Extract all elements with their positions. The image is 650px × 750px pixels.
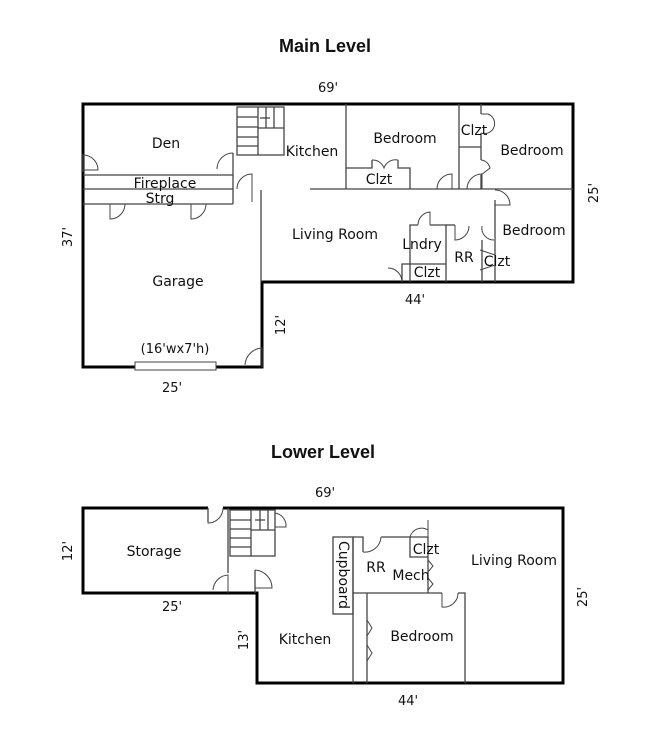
lower-dimensions: 69' 12' 25' 25' 13' 44' xyxy=(61,486,591,709)
main-interior-walls xyxy=(82,104,573,282)
main-doors xyxy=(82,113,511,367)
room-storage: Strg xyxy=(146,191,175,207)
room-bedroom: Bedroom xyxy=(390,629,453,645)
dim-top: 69' xyxy=(318,81,338,96)
room-living-room: Living Room xyxy=(471,553,557,569)
room-kitchen: Kitchen xyxy=(279,632,332,648)
lower-room-labels: Storage Cupboard RR Clzt Mech Living Roo… xyxy=(127,541,557,648)
dim-top: 69' xyxy=(315,486,335,501)
room-closet: Clzt xyxy=(484,254,511,270)
lower-outer-wall xyxy=(81,506,565,685)
dim-step: 13' xyxy=(237,630,252,650)
dim-bottom-right: 44' xyxy=(405,293,425,308)
main-dimensions: 69' 37' 25' 44' 12' 25' xyxy=(61,81,602,396)
lower-level: Lower Level xyxy=(61,442,591,709)
room-mechanical: Mech xyxy=(392,568,429,584)
dim-left: 12' xyxy=(61,541,76,561)
lower-doors xyxy=(207,507,459,662)
room-garage: Garage xyxy=(152,274,203,290)
lower-stairs xyxy=(229,509,276,557)
lower-level-title: Lower Level xyxy=(271,442,375,462)
dim-left: 37' xyxy=(61,227,76,247)
room-cupboard: Cupboard xyxy=(335,541,351,609)
room-restroom: RR xyxy=(454,250,474,266)
garage-door-size: (16'wx7'h) xyxy=(141,342,210,357)
room-bedroom: Bedroom xyxy=(500,143,563,159)
room-closet: Clzt xyxy=(461,123,488,139)
lower-interior-walls xyxy=(207,508,466,683)
main-stairs xyxy=(236,106,285,156)
dim-step: 12' xyxy=(274,315,289,335)
room-restroom: RR xyxy=(366,560,386,576)
garage-door xyxy=(134,361,217,371)
room-living-room: Living Room xyxy=(292,227,378,243)
room-closet: Clzt xyxy=(366,172,393,188)
room-bedroom: Bedroom xyxy=(502,223,565,239)
dim-right: 25' xyxy=(587,183,602,203)
room-laundry: Lndry xyxy=(402,237,442,253)
dim-bottom-left: 25' xyxy=(162,600,182,615)
dim-bottom-right: 44' xyxy=(398,694,418,709)
main-level-title: Main Level xyxy=(279,36,371,56)
main-outer-wall xyxy=(81,102,575,369)
main-level: Main Level xyxy=(61,36,602,396)
room-kitchen: Kitchen xyxy=(286,144,339,160)
room-storage: Storage xyxy=(127,544,182,560)
dim-right: 25' xyxy=(576,587,591,607)
dim-bottom-left: 25' xyxy=(162,381,182,396)
main-room-labels: Den Kitchen Bedroom Clzt Clzt Bedroom Fi… xyxy=(134,123,566,357)
room-fireplace: Fireplace xyxy=(134,176,197,192)
room-bedroom: Bedroom xyxy=(373,131,436,147)
room-closet: Clzt xyxy=(414,265,441,281)
room-closet: Clzt xyxy=(413,542,440,558)
room-den: Den xyxy=(152,136,180,152)
